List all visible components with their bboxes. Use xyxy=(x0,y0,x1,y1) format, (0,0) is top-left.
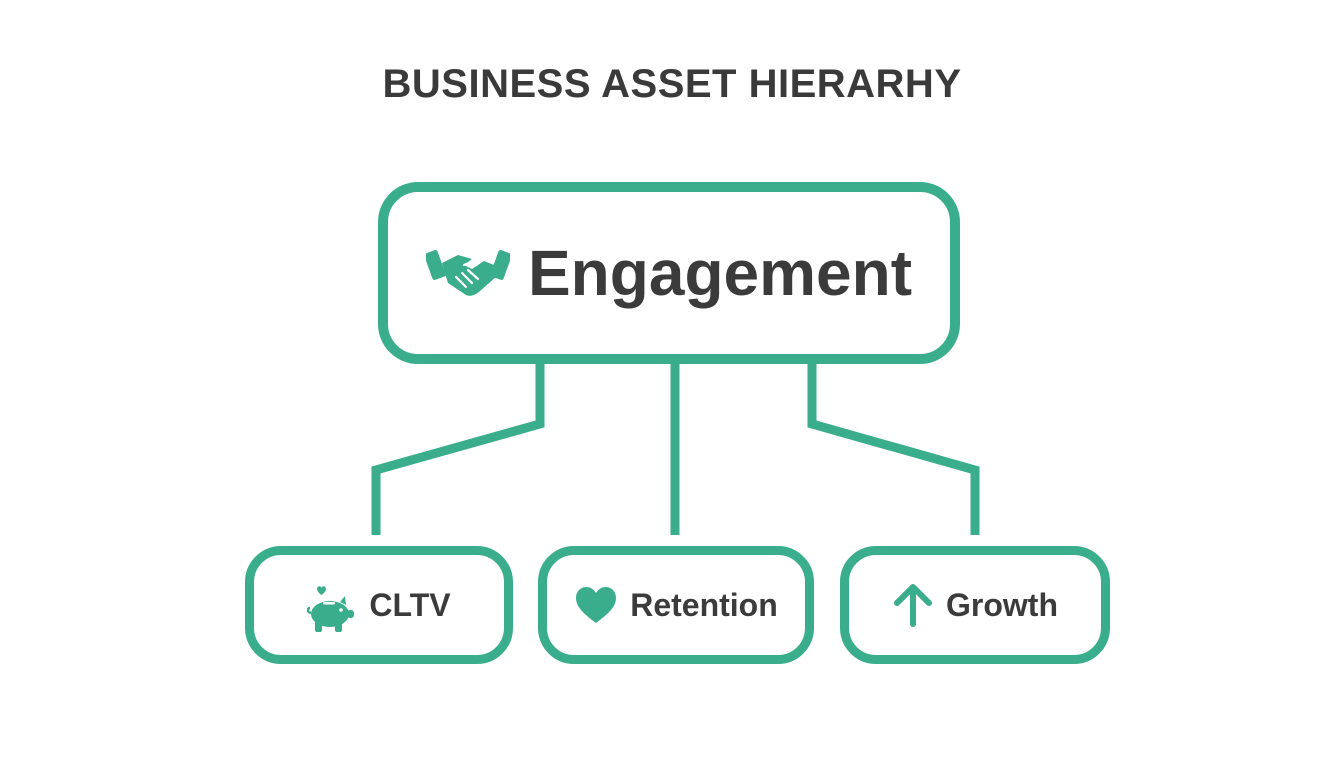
node-engagement: Engagement xyxy=(378,182,960,364)
handshake-icon xyxy=(425,243,510,303)
arrow-up-icon xyxy=(892,582,934,628)
node-growth: Growth xyxy=(840,546,1110,664)
connector-left xyxy=(371,364,545,535)
node-growth-label: Growth xyxy=(946,586,1058,623)
connector-right xyxy=(807,364,980,535)
node-cltv-label: CLTV xyxy=(369,586,451,623)
node-retention: Retention xyxy=(538,546,814,664)
node-cltv: CLTV xyxy=(245,546,513,664)
heart-icon xyxy=(574,585,618,625)
diagram-title: BUSINESS ASSET HIERARHY xyxy=(382,62,962,106)
node-engagement-label: Engagement xyxy=(527,237,913,309)
node-retention-label: Retention xyxy=(630,586,778,623)
piggy-bank-icon xyxy=(307,577,357,633)
